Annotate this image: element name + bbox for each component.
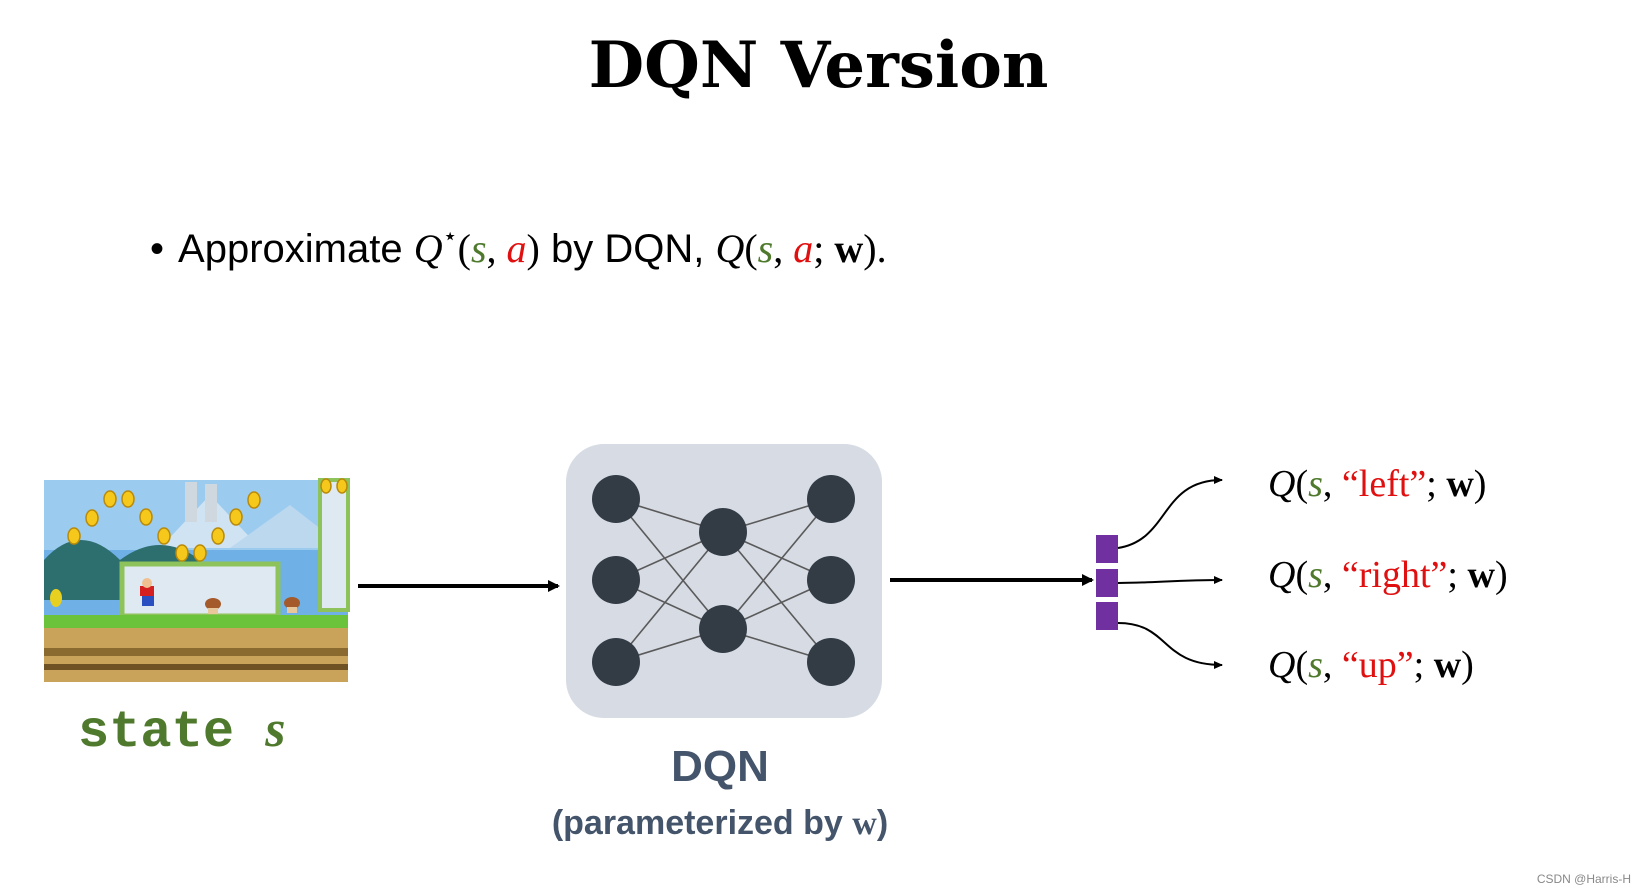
- q-value-block-right: [1096, 569, 1118, 597]
- q-symbol: Q: [1268, 554, 1296, 596]
- dqn-sub-suffix: ): [876, 804, 889, 842]
- w-symbol: w: [1467, 554, 1495, 596]
- branch-arrow-left: [1117, 476, 1223, 549]
- hidden-node: [699, 508, 747, 556]
- game-screenshot-image: [44, 478, 350, 682]
- output-node: [807, 475, 855, 523]
- q-output-left: Q(s, “left”; w): [1268, 463, 1487, 505]
- s-symbol: s: [1308, 463, 1323, 505]
- q-symbol: Q: [1268, 463, 1296, 505]
- w-symbol: w: [834, 226, 864, 271]
- input-node: [592, 475, 640, 523]
- state-symbol: s: [470, 226, 487, 271]
- action-up: “up”: [1341, 644, 1414, 686]
- hidden-node: [699, 605, 747, 653]
- dqn-parameter-note: (parameterized by w): [520, 804, 920, 843]
- q-output-right: Q(s, “right”; w): [1268, 554, 1508, 596]
- state-symbol-2: s: [757, 226, 774, 271]
- s-symbol: s: [1308, 644, 1323, 686]
- paren-close: ): [526, 226, 540, 271]
- state-word: state: [78, 703, 235, 762]
- q-symbol: Q: [715, 226, 745, 271]
- watermark: CSDN @Harris-H: [1536, 872, 1631, 886]
- input-node: [592, 638, 640, 686]
- action-left: “left”: [1341, 463, 1427, 505]
- q-output-up: Q(s, “up”; w): [1268, 644, 1474, 686]
- page-title: DQN Version: [588, 28, 1049, 103]
- star-symbol: ⋆: [442, 223, 458, 250]
- q-value-block-up: [1096, 602, 1118, 630]
- output-node: [807, 638, 855, 686]
- q-symbol: Q: [1268, 644, 1296, 686]
- dqn-label: DQN: [671, 742, 769, 791]
- dqn-sub-prefix: (parameterized by: [551, 804, 853, 842]
- w-symbol: w: [1433, 644, 1462, 686]
- comma-2: ,: [773, 226, 794, 271]
- input-node: [592, 556, 640, 604]
- action-symbol-2: a: [793, 226, 814, 271]
- semicolon: ;: [813, 226, 835, 271]
- s-symbol: s: [1308, 554, 1323, 596]
- paren-open-2: (: [744, 226, 758, 271]
- paren-open: (: [457, 226, 471, 271]
- w-symbol: w: [1446, 463, 1474, 505]
- paren-end: ).: [863, 226, 887, 271]
- state-label: state s: [78, 700, 286, 762]
- bullet-mid: by DQN,: [539, 227, 716, 271]
- action-right: “right”: [1341, 554, 1448, 596]
- q-value-block-left: [1096, 535, 1118, 563]
- bullet-prefix: Approximate: [178, 227, 414, 271]
- state-s: s: [265, 701, 286, 758]
- branch-arrow-right: [1117, 576, 1223, 585]
- action-symbol: a: [506, 226, 527, 271]
- dqn-sub-w: w: [852, 805, 877, 842]
- output-node: [807, 556, 855, 604]
- dqn-box: [566, 444, 882, 718]
- comma: ,: [486, 226, 507, 271]
- bullet-approximate: •Approximate Q⋆(s, a) by DQN, Q(s, a; w)…: [150, 222, 887, 272]
- branch-arrow-up: [1117, 622, 1223, 669]
- bullet-dot: •: [150, 227, 165, 271]
- qstar-symbol: Q: [413, 226, 443, 271]
